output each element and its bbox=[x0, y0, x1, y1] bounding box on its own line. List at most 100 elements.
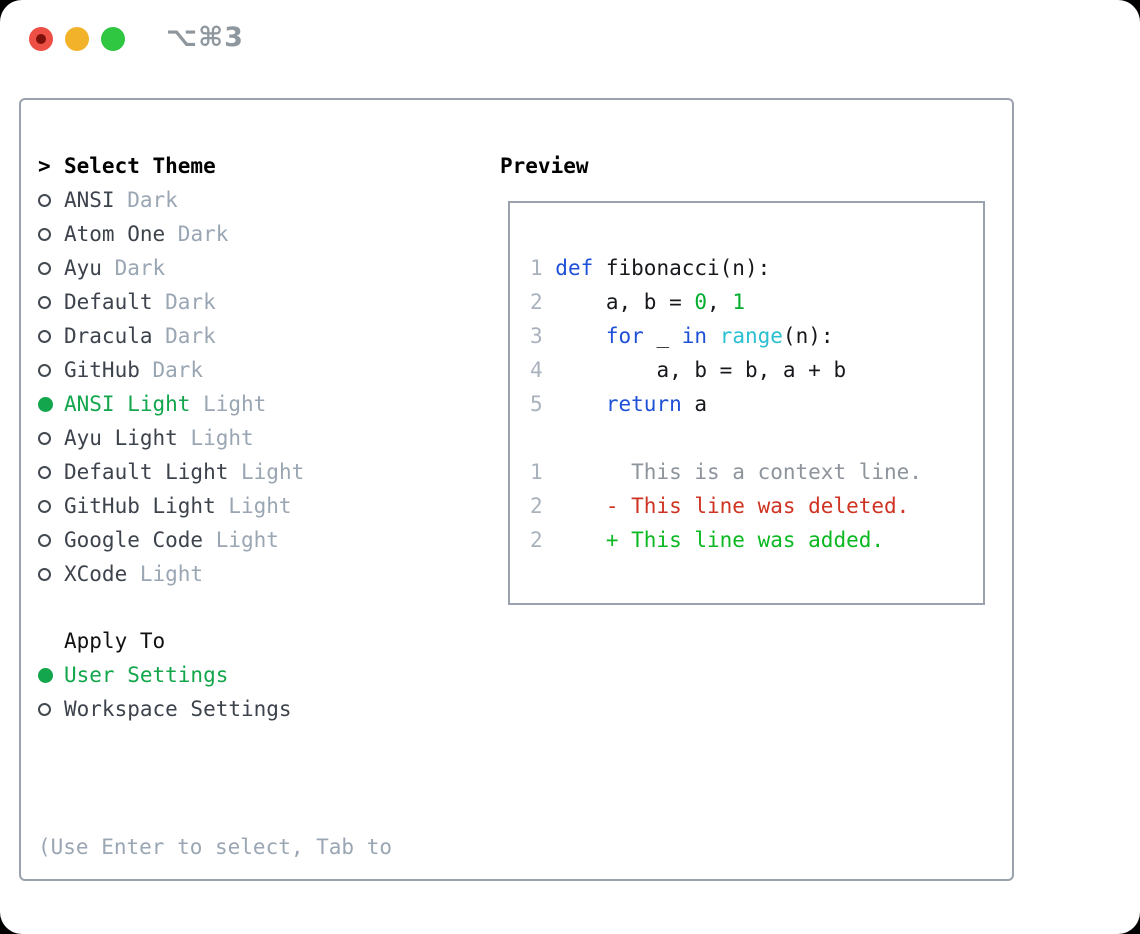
radio-icon bbox=[38, 567, 51, 581]
option-variant-label: Dark bbox=[165, 222, 229, 246]
line-number: 2 bbox=[530, 290, 556, 314]
theme-option-atom-one[interactable]: Atom One Dark bbox=[38, 217, 488, 251]
code-line: 4 a, b = b, a + b bbox=[530, 353, 983, 387]
code-token-add: + This line was added. bbox=[555, 528, 885, 552]
theme-option-ayu[interactable]: Ayu Dark bbox=[38, 251, 488, 285]
help-text: (Use Enter to select, Tab to change focu… bbox=[38, 760, 488, 934]
line-number: 2 bbox=[530, 494, 556, 518]
theme-option-ayu-light[interactable]: Ayu Light Light bbox=[38, 421, 488, 455]
option-variant-label: Dark bbox=[152, 324, 216, 348]
code-token-kw: in bbox=[681, 324, 708, 348]
line-number: 2 bbox=[530, 528, 556, 552]
zoom-button[interactable] bbox=[101, 27, 125, 51]
code-token-kw: return bbox=[605, 392, 682, 416]
code-token-plain: _ bbox=[643, 324, 682, 348]
option-variant-label: Dark bbox=[139, 358, 204, 382]
select-theme-header: > Select Theme bbox=[38, 149, 488, 183]
window-shortcut-label: ⌥⌘3 bbox=[166, 22, 244, 53]
radio-icon bbox=[38, 193, 51, 207]
theme-option-xcode[interactable]: XCode Light bbox=[38, 557, 488, 591]
radio-icon bbox=[38, 227, 51, 241]
option-label: Google Code bbox=[64, 528, 204, 552]
code-token-fn: range bbox=[719, 324, 783, 348]
option-label: XCode bbox=[64, 562, 128, 586]
option-label: Workspace Settings bbox=[64, 697, 292, 721]
code-line: 1 def fibonacci(n): bbox=[530, 251, 983, 285]
line-number: 1 bbox=[530, 256, 556, 280]
line-number: 5 bbox=[530, 392, 556, 416]
code-token-plain bbox=[707, 324, 720, 348]
radio-icon bbox=[38, 295, 51, 309]
option-label: Atom One bbox=[64, 222, 166, 246]
theme-option-default[interactable]: Default Dark bbox=[38, 285, 488, 319]
option-label: Ayu bbox=[64, 256, 102, 280]
radio-icon bbox=[38, 261, 51, 275]
option-label: GitHub bbox=[64, 358, 140, 382]
code-token-kw: for bbox=[605, 324, 644, 348]
code-line: 5 return a bbox=[530, 387, 983, 421]
help-text-line1: (Use Enter to select, Tab to bbox=[38, 835, 393, 859]
radio-icon bbox=[38, 465, 51, 479]
option-label: Ayu Light bbox=[64, 426, 178, 450]
code-token-plain: (n): bbox=[782, 324, 834, 348]
option-variant-label: Dark bbox=[101, 256, 166, 280]
theme-option-ansi-light[interactable]: ANSI Light Light bbox=[38, 387, 488, 421]
code-line: 2 a, b = 0, 1 bbox=[530, 285, 983, 319]
apply-to-title: Apply To bbox=[64, 629, 166, 653]
code-token-plain: a bbox=[681, 392, 708, 416]
code-token-plain bbox=[555, 324, 606, 348]
radio-icon bbox=[38, 702, 51, 716]
theme-option-default-light[interactable]: Default Light Light bbox=[38, 455, 488, 489]
line-number: 3 bbox=[530, 324, 556, 348]
code-token-num: 0 bbox=[694, 290, 708, 314]
apply-option-user-settings[interactable]: User Settings bbox=[38, 658, 488, 692]
code-line bbox=[530, 421, 983, 455]
option-label: Default bbox=[64, 290, 153, 314]
radio-icon bbox=[38, 431, 51, 445]
radio-icon bbox=[38, 533, 51, 547]
option-variant-label: Light bbox=[127, 562, 204, 586]
theme-option-github-light[interactable]: GitHub Light Light bbox=[38, 489, 488, 523]
theme-option-ansi[interactable]: ANSI Dark bbox=[38, 183, 488, 217]
option-label: GitHub Light bbox=[64, 494, 216, 518]
code-line: 2 + This line was added. bbox=[530, 523, 983, 557]
code-line bbox=[530, 557, 983, 591]
preview-column: Preview bbox=[500, 149, 1000, 183]
option-variant-label: Light bbox=[228, 460, 305, 484]
radio-icon bbox=[38, 499, 51, 513]
radio-selected-icon bbox=[38, 396, 53, 412]
option-variant-label: Light bbox=[177, 426, 254, 450]
option-label: Default Light bbox=[64, 460, 229, 484]
theme-option-github[interactable]: GitHub Dark bbox=[38, 353, 488, 387]
preview-title: Preview bbox=[500, 154, 589, 178]
prompt-icon: > bbox=[38, 154, 51, 178]
minimize-button[interactable] bbox=[65, 27, 89, 51]
apply-option-workspace-settings[interactable]: Workspace Settings bbox=[38, 692, 488, 726]
option-label: User Settings bbox=[64, 663, 229, 687]
close-button[interactable] bbox=[29, 27, 53, 51]
code-token-plain bbox=[555, 392, 606, 416]
code-token-plain: a, b = bbox=[555, 290, 695, 314]
code-token-plain: fibonacci(n): bbox=[593, 256, 771, 280]
apply-to-header: Apply To bbox=[38, 624, 488, 658]
preview-header: Preview bbox=[500, 149, 1000, 183]
code-token-ctx: This is a context line. bbox=[555, 460, 922, 484]
line-number: 4 bbox=[530, 358, 556, 382]
radio-icon bbox=[38, 363, 51, 377]
code-token-plain: a, b = b, a + b bbox=[555, 358, 847, 382]
code-line bbox=[530, 217, 983, 251]
select-theme-title: Select Theme bbox=[64, 154, 216, 178]
theme-option-dracula[interactable]: Dracula Dark bbox=[38, 319, 488, 353]
option-label: Dracula bbox=[64, 324, 153, 348]
line-number: 1 bbox=[530, 460, 556, 484]
theme-option-google-code[interactable]: Google Code Light bbox=[38, 523, 488, 557]
radio-selected-icon bbox=[38, 667, 53, 683]
option-variant-label: Light bbox=[215, 494, 292, 518]
code-token-del: - This line was deleted. bbox=[555, 494, 910, 518]
